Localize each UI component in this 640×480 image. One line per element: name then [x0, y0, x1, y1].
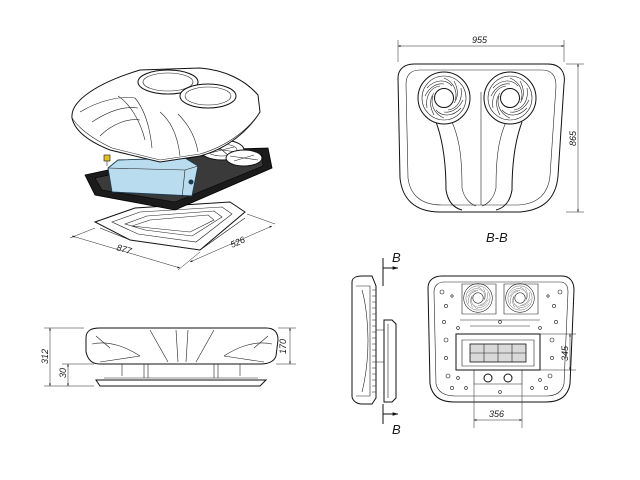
- iso-length-label: 877: [115, 242, 133, 256]
- top-fan-left: [417, 71, 471, 125]
- isometric-view: 877 526: [69, 67, 276, 271]
- top-width-label: 955: [472, 35, 488, 45]
- bottom-width-label: 356: [489, 409, 504, 419]
- section-marker-top-label: B: [392, 250, 401, 265]
- section-label: B-B: [486, 230, 508, 245]
- top-dimension-865: 865: [566, 63, 584, 213]
- top-fan-right: [483, 71, 537, 125]
- bottom-dimension-345: 345: [540, 333, 576, 371]
- front-dimension-30: 30: [58, 363, 94, 387]
- section-marker-top: B: [382, 250, 401, 286]
- top-dimension-955: 955: [397, 35, 565, 62]
- section-marker-bottom-label: B: [392, 422, 401, 437]
- top-depth-label: 865: [568, 130, 578, 146]
- side-view: B B: [351, 250, 401, 437]
- iso-top-cover: [71, 67, 261, 163]
- iso-width-label: 526: [229, 235, 247, 250]
- section-marker-bottom: B: [382, 404, 401, 437]
- front-height-base-label: 30: [58, 368, 68, 378]
- bottom-mounting-holes: [439, 289, 563, 394]
- bottom-dimension-356: 356: [473, 384, 523, 428]
- iso-dimension-877: 877: [69, 227, 201, 271]
- bottom-height-label: 345: [560, 345, 570, 361]
- top-view: 955 865 B-B: [397, 35, 584, 245]
- front-dimension-170: 170: [276, 327, 296, 365]
- bottom-view: 345 356: [427, 275, 576, 428]
- front-view: 312 30 170: [40, 327, 296, 387]
- front-height-total-label: 312: [40, 349, 50, 364]
- front-height-unit-label: 170: [278, 339, 288, 354]
- front-dimension-312: 312: [40, 327, 94, 387]
